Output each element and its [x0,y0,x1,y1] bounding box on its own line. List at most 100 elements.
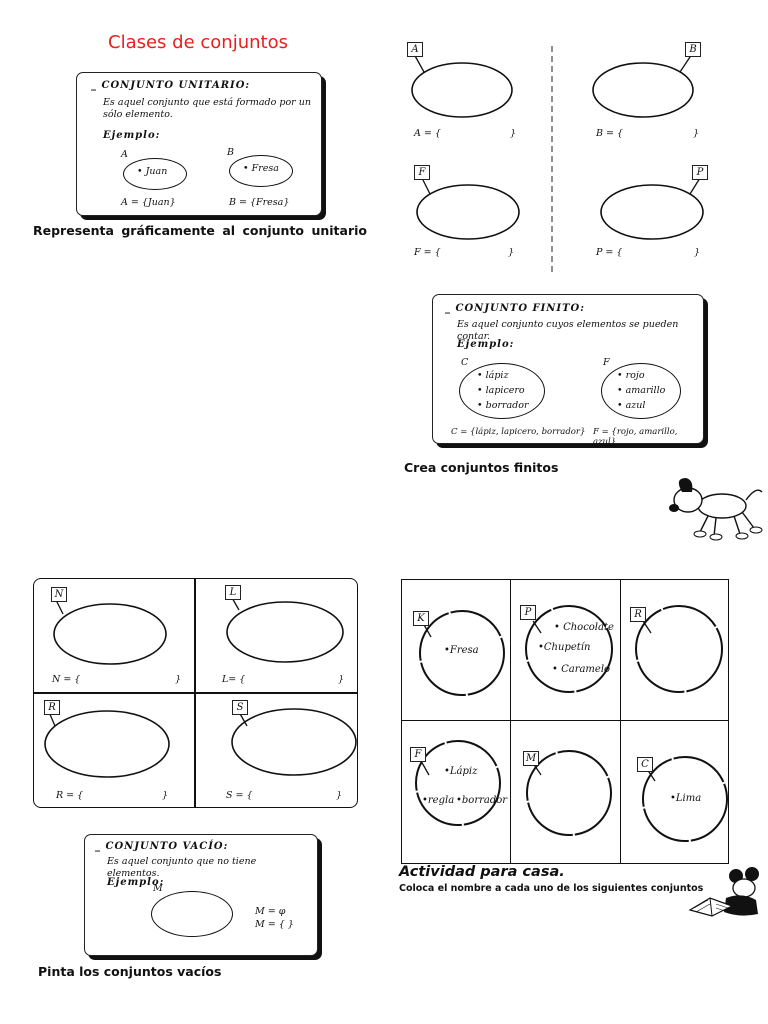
set-b-element: • Fresa [243,163,279,174]
notation-r: R = { [56,790,84,801]
tag-c-homework: C [637,757,653,772]
homework-circles [415,605,728,842]
notation-s-close: } [336,790,343,801]
set-c-ellipse [459,363,545,419]
unitario-definition-box: _ CONJUNTO UNITARIO: Es aquel conjunto q… [76,72,322,216]
homework-instruction: Coloca el nombre a cada uno de los sigui… [399,883,704,894]
unitario-heading: _ CONJUNTO UNITARIO: [91,80,251,91]
tag-k: K [413,611,429,626]
tag-m-homework: M [523,751,539,766]
set-a-element: • Juan [137,166,168,177]
vacio-notation-2: M = { } [255,919,294,930]
unitario-exercise-area [411,46,704,272]
vacio-heading: _ CONJUNTO VACÍO: [95,841,229,852]
set-c-element: • borrador [477,400,529,411]
notation-b: B = { [596,128,624,139]
notation-p: P = { [596,247,623,258]
grid-row-divider [401,720,729,721]
tag-s: S [232,700,248,715]
set-f-homework-element: •regla [422,795,455,806]
instruction-finito: Crea conjuntos finitos [404,460,559,475]
set-a-name: A [121,149,128,160]
notation-n: N = { [52,674,81,685]
finito-definition-box: _ CONJUNTO FINITO: Es aquel conjunto cuy… [432,294,704,447]
notation-n-close: } [175,674,182,685]
grid-col-divider-1 [510,579,511,864]
set-a-ellipse [123,158,187,190]
tag-p-homework: P [520,605,536,620]
instruction-vacio: Pinta los conjuntos vacíos [38,964,222,979]
set-f-element: • rojo [617,370,645,381]
set-f-element: • amarillo [617,385,666,396]
notation-r-close: } [162,790,169,801]
set-c-notation: C = {lápiz, lapicero, borrador} [451,427,586,437]
set-b-ellipse [229,155,293,187]
set-f-elements: • rojo • amarillo • azul [617,368,665,413]
finito-exercise-ellipses [44,595,357,778]
set-p-element: • Chocolate [554,622,614,633]
set-b-name: B [227,147,234,158]
tag-f: F [414,165,430,180]
set-a-notation: A = {Juan} [121,197,176,208]
set-c-elements: • lápiz • lapicero • borrador [477,368,529,413]
notation-s: S = { [226,790,253,801]
instruction-unitario: Representa gráficamente al conjunto unit… [33,223,367,238]
tag-l: L [225,585,241,600]
frame-horizontal-divider [33,692,358,694]
notation-l: L= { [222,674,246,685]
set-c-element: • lapicero [477,385,525,396]
tag-p: P [692,165,708,180]
set-k-element: •Fresa [444,645,479,656]
tag-n: N [51,587,67,602]
tag-connector-p [689,177,701,195]
notation-a-close: } [510,128,517,139]
homework-grid [401,579,729,864]
grid-col-divider-2 [620,579,621,864]
notation-p-close: } [694,247,701,258]
notation-f-close: } [508,247,515,258]
ellipse-f [416,184,520,240]
vacio-notation-1: M = φ [255,906,286,917]
set-b-notation: B = {Fresa} [229,197,290,208]
notation-a: A = { [414,128,441,139]
mouse-reading-illustration [688,867,759,917]
set-f-homework-element: •borrador [456,795,508,806]
set-p-element: •Chupetín [538,642,591,653]
notation-l-close: } [338,674,345,685]
notation-b-close: } [693,128,700,139]
vacio-example-label: Ejemplo: [107,877,165,888]
tag-connector-f [421,177,431,195]
set-m-ellipse [151,891,233,937]
set-f-ellipse [601,363,681,419]
finito-example-label: Ejemplo: [457,339,515,350]
unitario-definition: Es aquel conjunto que está formado por u… [103,97,311,120]
set-p-element: • Caramelo [552,664,611,675]
unitario-example-label: Ejemplo: [103,130,161,141]
set-c-homework-element: •Lima [670,793,702,804]
homework-title: Actividad para casa. [399,864,565,880]
set-f-homework-element: •Lápiz [444,766,478,777]
set-c-name: C [461,357,469,368]
ellipse-a [411,62,513,118]
set-c-element: • lápiz [477,370,509,381]
notation-f: F = { [414,247,441,258]
page-title: Clases de conjuntos [108,32,288,53]
tag-connector-b [679,53,693,73]
tag-a: A [407,42,423,57]
dog-illustration [669,478,763,541]
set-m-name: M [153,883,163,894]
finito-heading: _ CONJUNTO FINITO: [445,303,585,314]
set-f-name: F [603,357,610,368]
tag-f-homework: F [410,747,426,762]
set-f-element: • azul [617,400,646,411]
ellipse-b [592,62,694,118]
vacio-definition-box: _ CONJUNTO VACÍO: Es aquel conjunto que … [84,834,318,956]
vacio-definition: Es aquel conjunto que no tiene elementos… [107,856,257,879]
ellipse-p [600,184,704,240]
tag-b: B [685,42,701,57]
finito-definition: Es aquel conjunto cuyos elementos se pue… [457,319,679,342]
tag-r-homework: R [630,607,646,622]
tag-r: R [44,700,60,715]
set-f-notation: F = {rojo, amarillo, azul} [593,427,678,447]
tag-connector-a [413,53,425,73]
